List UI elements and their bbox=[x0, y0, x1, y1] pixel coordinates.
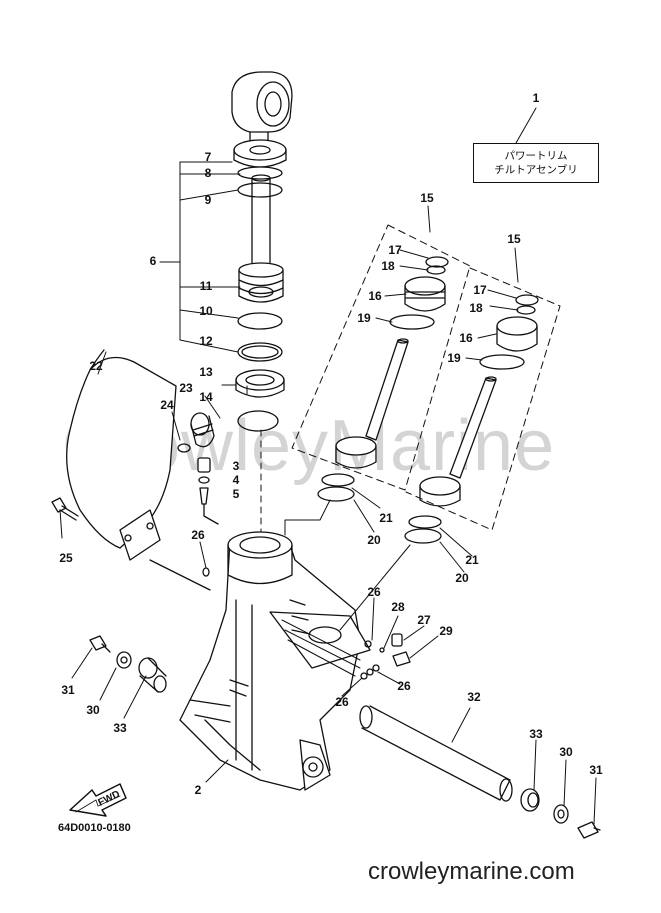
piston-11 bbox=[238, 262, 284, 303]
callout-15b: 15 bbox=[507, 232, 521, 246]
left-hardware bbox=[89, 635, 167, 693]
callout-26b: 26 bbox=[367, 585, 381, 599]
callout-29: 29 bbox=[439, 624, 453, 638]
cylinder-body-2 bbox=[149, 531, 371, 791]
ring-12 bbox=[237, 342, 283, 362]
callout-20a: 20 bbox=[367, 533, 381, 547]
assembly-name-line2: チルトアセンブリ bbox=[494, 164, 578, 176]
callout-5: 5 bbox=[232, 487, 240, 501]
callout-3: 3 bbox=[232, 459, 240, 473]
callout-15a: 15 bbox=[420, 191, 434, 205]
cylinder-top-cap bbox=[233, 139, 287, 168]
callout-26c: 26 bbox=[397, 679, 411, 693]
callout-11: 11 bbox=[199, 279, 213, 293]
callout-23: 23 bbox=[179, 381, 193, 395]
o-ring-10 bbox=[237, 312, 283, 330]
callout-30a: 30 bbox=[86, 703, 100, 717]
bolt-25 bbox=[51, 497, 79, 521]
callout-22: 22 bbox=[89, 359, 103, 373]
callout-27: 27 bbox=[417, 613, 431, 627]
callout-10: 10 bbox=[199, 304, 213, 318]
assembly-15-right bbox=[405, 267, 561, 531]
assembly-name-line1: パワートリム bbox=[504, 149, 568, 162]
ring-8 bbox=[237, 166, 283, 180]
seal-rings bbox=[284, 473, 442, 631]
drawing-code: 64D0010-0180 bbox=[58, 822, 131, 834]
mount-bracket-22 bbox=[66, 349, 177, 561]
assembly-15-left bbox=[291, 224, 471, 491]
collar-24 bbox=[177, 443, 191, 453]
valve-parts bbox=[197, 457, 219, 525]
callout-33a: 33 bbox=[113, 721, 127, 735]
assembly-name-box: パワートリム チルトアセンブリ bbox=[473, 143, 599, 183]
right-hardware bbox=[520, 788, 601, 839]
callout-32: 32 bbox=[467, 690, 481, 704]
callout-13: 13 bbox=[199, 365, 213, 379]
callout-19b: 19 bbox=[447, 351, 461, 365]
callout-16b: 16 bbox=[459, 331, 473, 345]
callout-31a: 31 bbox=[61, 683, 75, 697]
callout-21a: 21 bbox=[379, 511, 393, 525]
callout-31b: 31 bbox=[589, 763, 603, 777]
o-ring-14 bbox=[237, 410, 279, 432]
callout-25: 25 bbox=[59, 551, 73, 565]
callout-16a: 16 bbox=[368, 289, 382, 303]
footer-url[interactable]: crowleymarine.com bbox=[368, 858, 575, 885]
callout-18a: 18 bbox=[381, 259, 395, 273]
callout-33b: 33 bbox=[529, 727, 543, 741]
callout-1: 1 bbox=[532, 91, 540, 105]
callout-19a: 19 bbox=[357, 311, 371, 325]
piston-rod bbox=[251, 174, 271, 269]
callout-7: 7 bbox=[204, 150, 212, 164]
callout-20b: 20 bbox=[455, 571, 469, 585]
callout-4: 4 bbox=[232, 473, 240, 487]
bushing-23 bbox=[190, 412, 215, 448]
small-pins bbox=[202, 567, 411, 680]
callout-8: 8 bbox=[204, 166, 212, 180]
tilt-pin-32 bbox=[359, 705, 513, 802]
o-ring-9 bbox=[237, 182, 283, 198]
callout-12: 12 bbox=[199, 334, 213, 348]
callout-28: 28 bbox=[391, 600, 405, 614]
callout-26a: 26 bbox=[191, 528, 205, 542]
callout-9: 9 bbox=[204, 193, 212, 207]
leader-lines-left bbox=[159, 161, 248, 419]
callout-17b: 17 bbox=[473, 283, 487, 297]
callout-26d: 26 bbox=[335, 695, 349, 709]
callout-18b: 18 bbox=[469, 301, 483, 315]
callout-14: 14 bbox=[199, 390, 213, 404]
callout-21b: 21 bbox=[465, 553, 479, 567]
leader-lines bbox=[59, 107, 597, 825]
callout-17a: 17 bbox=[388, 243, 402, 257]
bearing-13 bbox=[235, 369, 285, 398]
rod-eye bbox=[231, 71, 293, 151]
callout-2: 2 bbox=[194, 783, 202, 797]
callout-24: 24 bbox=[160, 398, 174, 412]
fwd-arrow: FWD bbox=[69, 783, 127, 817]
callout-6: 6 bbox=[149, 254, 157, 268]
callout-30b: 30 bbox=[559, 745, 573, 759]
